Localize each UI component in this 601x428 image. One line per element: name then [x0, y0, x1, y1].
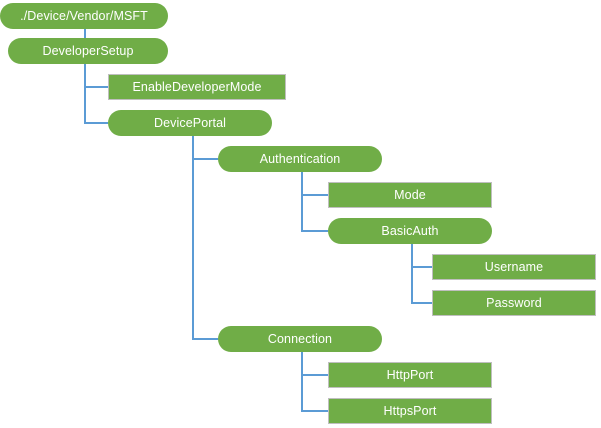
tree-node-label: Connection — [267, 331, 333, 346]
edge-connection-httpsport — [301, 375, 328, 412]
tree-node-httpsport[interactable]: HttpsPort — [328, 398, 492, 424]
tree-node-label: Password — [486, 295, 542, 310]
tree-node-enabledevelopermode[interactable]: EnableDeveloperMode — [108, 74, 286, 100]
tree-node-label: HttpPort — [386, 367, 434, 382]
edge-developersetup-deviceportal — [84, 87, 108, 124]
tree-node-password[interactable]: Password — [432, 290, 596, 316]
edge-authentication-basicauth — [301, 195, 328, 232]
tree-node-connection[interactable]: Connection — [218, 326, 382, 352]
tree-node-mode[interactable]: Mode — [328, 182, 492, 208]
tree-node-label: DevicePortal — [153, 115, 227, 130]
tree-node-label: DeveloperSetup — [42, 43, 134, 58]
tree-node-developersetup[interactable]: DeveloperSetup — [8, 38, 168, 64]
tree-node-basicauth[interactable]: BasicAuth — [328, 218, 492, 244]
edge-developersetup-enabledevelopermode — [84, 64, 108, 88]
tree-node-label: BasicAuth — [381, 223, 439, 238]
tree-node-label: HttpsPort — [383, 403, 437, 418]
edge-basicauth-password — [411, 267, 432, 304]
tree-node-authentication[interactable]: Authentication — [218, 146, 382, 172]
tree-node-deviceportal[interactable]: DevicePortal — [108, 110, 272, 136]
edge-deviceportal-authentication — [192, 136, 218, 160]
tree-node-root[interactable]: ./Device/Vendor/MSFT — [0, 3, 168, 29]
tree-node-username[interactable]: Username — [432, 254, 596, 280]
edge-connection-httpport — [301, 352, 328, 376]
tree-node-label: EnableDeveloperMode — [132, 79, 262, 94]
tree-node-label: Username — [484, 259, 544, 274]
tree-node-label: Mode — [394, 187, 426, 202]
tree-node-httpport[interactable]: HttpPort — [328, 362, 492, 388]
edge-deviceportal-connection — [192, 159, 218, 340]
tree-node-label: Authentication — [259, 151, 341, 166]
tree-node-label: ./Device/Vendor/MSFT — [20, 8, 148, 23]
edge-authentication-mode — [301, 172, 328, 196]
edge-basicauth-username — [411, 244, 432, 268]
